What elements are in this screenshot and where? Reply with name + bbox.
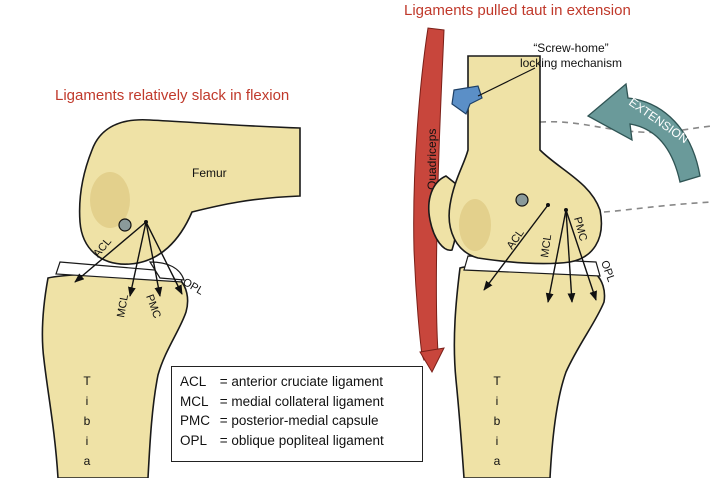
flexion-meniscus	[148, 261, 185, 281]
extension-tibia	[453, 264, 606, 478]
legend-row: OPL = oblique popliteal ligament	[180, 431, 414, 451]
flexion-tibia	[41, 272, 189, 478]
legend-row: ACL = anterior cruciate ligament	[180, 372, 414, 392]
quadriceps-label: Quadriceps	[425, 129, 439, 190]
screw-home-icon	[451, 85, 483, 115]
svg-text:a: a	[84, 454, 91, 468]
extension-acl-line	[483, 204, 549, 291]
legend-text: = anterior cruciate ligament	[219, 374, 383, 389]
extension-opl-line	[565, 209, 597, 301]
legend-row: PMC = posterior-medial capsule	[180, 411, 414, 431]
svg-text:i: i	[86, 394, 89, 408]
svg-text:T: T	[83, 374, 91, 388]
legend-row: MCL = medial collateral ligament	[180, 392, 414, 412]
svg-text:b: b	[84, 414, 91, 428]
flexion-tibia-label: T i b i a	[83, 374, 91, 468]
screw-home-line2: locking mechanism	[520, 56, 622, 70]
flexion-femur-shade	[90, 172, 130, 228]
flexion-femur-label: Femur	[192, 166, 227, 180]
flexion-attachment-dot	[118, 218, 132, 232]
legend-text: = posterior-medial capsule	[219, 413, 379, 428]
flexion-tibial-cartilage	[55, 261, 183, 283]
legend-text: = medial collateral ligament	[219, 393, 384, 409]
flexion-pmc-line	[145, 221, 163, 297]
svg-text:b: b	[494, 414, 501, 428]
extension-attachment-dot	[515, 193, 529, 207]
legend-text: = oblique popliteal ligament	[219, 432, 384, 448]
legend-abbr: MCL	[180, 393, 209, 409]
flexion-mcl-line	[128, 221, 147, 297]
flexion-caption: Ligaments relatively slack in flexion	[55, 87, 289, 104]
flexion-opl-line	[145, 221, 183, 295]
svg-text:i: i	[86, 434, 89, 448]
extension-mcl-label: MCL	[539, 234, 554, 259]
svg-text:a: a	[494, 454, 501, 468]
legend: ACL = anterior cruciate ligament MCL = m…	[171, 366, 423, 462]
flexion-mcl-label: MCL	[115, 294, 131, 319]
flexion-acl-line	[74, 221, 147, 283]
svg-text:i: i	[496, 434, 499, 448]
legend-abbr: OPL	[180, 432, 208, 448]
extension-dashed-line-lower	[603, 201, 712, 213]
extension-pmc-line	[565, 209, 576, 303]
extension-femur-shade	[459, 199, 491, 251]
flexion-femur	[78, 118, 301, 265]
extension-mcl-line	[545, 209, 567, 303]
extension-caption: Ligaments pulled taut in extension	[404, 2, 631, 19]
quadriceps-arrowhead	[419, 347, 445, 374]
screw-home-pointer	[477, 67, 536, 97]
extension-panel: Ligaments pulled taut in extension Quadr…	[404, 2, 712, 478]
flexion-panel: Ligaments relatively slack in flexion Fe…	[41, 87, 301, 478]
svg-text:T: T	[493, 374, 501, 388]
screw-home-line1: “Screw-home”	[533, 41, 608, 55]
extension-arrow-icon	[586, 82, 701, 183]
extension-dashed-line-upper	[539, 120, 712, 134]
legend-abbr: ACL	[180, 374, 207, 389]
legend-abbr: PMC	[180, 413, 210, 428]
svg-text:i: i	[496, 394, 499, 408]
extension-tibia-label: T i b i a	[493, 374, 501, 468]
